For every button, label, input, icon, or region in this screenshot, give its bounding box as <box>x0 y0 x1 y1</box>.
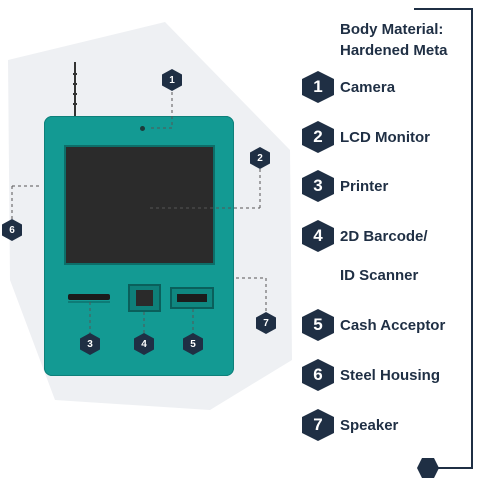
callout-housing: 6 <box>1 219 23 241</box>
legend-item-printer: 3 Printer <box>300 169 389 203</box>
legend-spacer <box>300 258 336 292</box>
callout-camera: 1 <box>161 69 183 91</box>
legend-item-camera: 1 Camera <box>300 70 396 104</box>
bracket-end-hexagon-icon <box>417 458 439 478</box>
legend-item-scanner: 4 2D Barcode/ <box>300 219 428 253</box>
legend-title-line1: Body Material: <box>340 21 444 38</box>
legend-item-speaker: 7 Speaker <box>300 408 399 442</box>
legend-label: Cash Acceptor <box>340 316 446 334</box>
callout-speaker: 7 <box>255 312 277 334</box>
legend-label: 2D Barcode/ <box>340 227 428 245</box>
barcode-scanner <box>128 284 161 312</box>
callout-lcd: 2 <box>249 147 271 169</box>
lcd-screen <box>64 145 215 265</box>
legend-label: Speaker <box>340 416 399 434</box>
hexagon-icon: 7 <box>300 408 336 442</box>
legend-label: Camera <box>340 78 396 96</box>
hexagon-icon: 3 <box>300 169 336 203</box>
legend-label: ID Scanner <box>340 266 419 284</box>
hexagon-icon: 5 <box>300 308 336 342</box>
legend-title-line2: Hardened Meta <box>340 42 448 59</box>
hexagon-icon: 1 <box>300 70 336 104</box>
cash-acceptor-slot <box>170 287 214 309</box>
legend-item-scanner-line2: ID Scanner <box>300 260 418 290</box>
legend-title: Body Material: Hardened Meta <box>340 19 448 61</box>
hexagon-icon: 4 <box>300 219 336 253</box>
antenna-icon <box>73 62 77 118</box>
legend-label: LCD Monitor <box>340 128 430 146</box>
hexagon-icon: 6 <box>300 358 336 392</box>
legend-label: Steel Housing <box>340 366 441 384</box>
legend-item-housing: 6 Steel Housing <box>300 358 441 392</box>
callout-scanner: 4 <box>133 333 155 355</box>
callout-printer: 3 <box>79 333 101 355</box>
legend-label: Printer <box>340 177 389 195</box>
callout-cash: 5 <box>182 333 204 355</box>
printer-slot <box>68 294 110 303</box>
legend-item-cash: 5 Cash Acceptor <box>300 308 446 342</box>
hexagon-icon: 2 <box>300 120 336 154</box>
camera-lens <box>140 126 145 131</box>
legend-item-lcd: 2 LCD Monitor <box>300 120 430 154</box>
